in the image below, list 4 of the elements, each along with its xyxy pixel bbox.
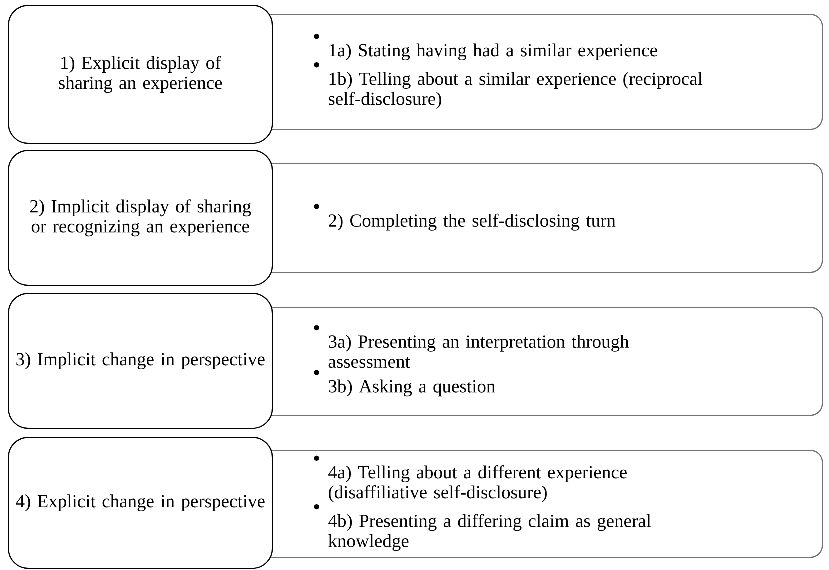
category-box: 2) Implicit display of sharing or recognizing an experience: [8, 150, 274, 286]
category-box: 4) Explicit change in perspective: [8, 437, 274, 570]
category-box: 1) Explicit display of sharing an experience: [8, 5, 274, 144]
category-box: 3) Implicit change in perspective: [8, 293, 274, 430]
